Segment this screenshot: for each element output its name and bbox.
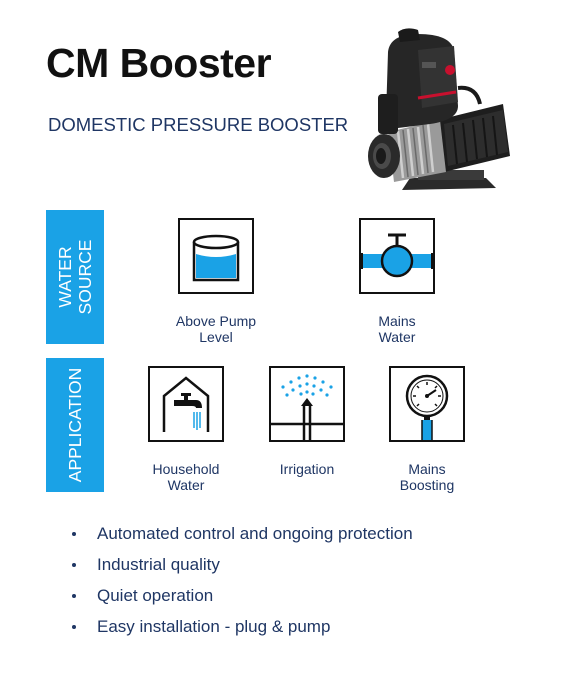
application-tab: APPLICATION (46, 358, 104, 492)
booster-pump-image (358, 28, 518, 198)
list-item: Industrial quality (66, 553, 413, 584)
above-pump-level-label: Above Pump Level (175, 313, 257, 345)
house-tap-icon (148, 366, 224, 442)
bullet-icon (72, 563, 76, 567)
irrigation-label: Irrigation (279, 461, 335, 477)
pipe-valve-icon (359, 218, 435, 294)
list-item: Easy installation - plug & pump (66, 615, 413, 646)
bullet-icon (72, 532, 76, 536)
mains-water-label: Mains Water (378, 313, 416, 345)
sprinkler-icon (269, 366, 345, 442)
pressure-gauge-icon (389, 366, 465, 442)
mains-boosting-label: Mains Boosting (399, 461, 455, 493)
list-item: Quiet operation (66, 584, 413, 615)
page-subtitle: DOMESTIC PRESSURE BOOSTER (48, 114, 349, 135)
list-item: Automated control and ongoing protection (66, 522, 413, 553)
bullet-icon (72, 594, 76, 598)
water-source-tab: WATER SOURCE (46, 210, 104, 344)
application-label: APPLICATION (65, 367, 85, 483)
water-source-label: WATER SOURCE (55, 239, 95, 315)
water-tank-icon (178, 218, 254, 294)
page-title: CM Booster (46, 40, 272, 86)
feature-list: Automated control and ongoing protection… (66, 522, 413, 646)
bullet-icon (72, 625, 76, 629)
household-water-label: Household Water (152, 461, 220, 493)
